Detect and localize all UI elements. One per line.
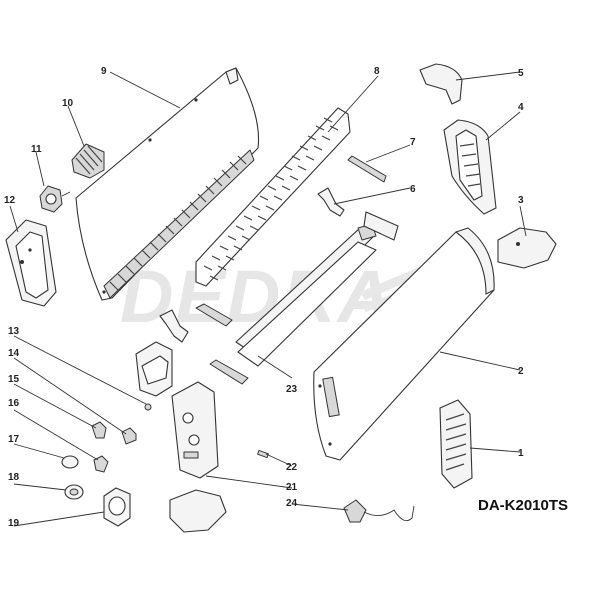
callout-1: 1: [518, 448, 524, 459]
part-5-top-cap: [419, 63, 463, 105]
callout-7: 7: [410, 137, 416, 148]
callout-13: 13: [8, 326, 20, 337]
part-1-grille-insert: [439, 399, 473, 489]
part-14-switch: [121, 427, 137, 445]
part-4-side-end-cover: [443, 119, 497, 215]
callout-10: 10: [62, 98, 74, 109]
callout-8: 8: [374, 66, 380, 77]
callout-23: 23: [286, 384, 298, 395]
part-12-side-housing-left: [5, 219, 57, 307]
part-2-rear-panel: [313, 227, 495, 461]
callout-3: 3: [518, 195, 524, 206]
mounting-bracket-upper: [195, 303, 233, 327]
part-8-slotted-heat-shield: [195, 107, 351, 287]
mounting-bracket-lower: [209, 359, 249, 385]
callout-17: 17: [8, 434, 20, 445]
callout-2: 2: [518, 366, 524, 377]
callout-11: 11: [31, 144, 42, 155]
callout-14: 14: [8, 348, 20, 359]
callout-5: 5: [518, 68, 524, 79]
part-3-foot-right: [497, 227, 557, 269]
foot-left: [169, 489, 227, 533]
callout-6: 6: [410, 184, 416, 195]
callout-19: 19: [8, 518, 20, 529]
callout-21: 21: [286, 482, 298, 493]
part-18-knob: [64, 484, 84, 500]
callout-12: 12: [4, 195, 16, 206]
part-10-heating-element: [71, 143, 105, 179]
part-13-small-bead: [144, 403, 152, 411]
part-23-element-channel: [235, 211, 399, 367]
part-15-switch: [91, 421, 107, 439]
callout-9: 9: [101, 66, 107, 77]
callout-15: 15: [8, 374, 20, 385]
part-17-knob: [61, 455, 79, 469]
part-21-control-panel: [171, 381, 219, 479]
part-22-pin: [257, 449, 269, 459]
part-19-fan-motor: [103, 487, 131, 527]
part-11-thermostat: [39, 185, 71, 213]
callout-labels: 1 2 3 4 5 6 7 8 9 10 11 12 13 14 15 16 1…: [4, 66, 524, 529]
part-9-front-grille-panel: [75, 67, 260, 301]
callout-22: 22: [286, 462, 298, 473]
part-6-clip: [317, 187, 345, 217]
callout-24: 24: [286, 498, 298, 509]
control-housing-cover: [135, 341, 173, 397]
mounting-clip: [159, 309, 189, 343]
model-code-label: DA-K2010TS: [478, 497, 569, 514]
part-7-bracket: [347, 155, 387, 183]
callout-16: 16: [8, 398, 20, 409]
callout-18: 18: [8, 472, 20, 483]
callout-4: 4: [518, 102, 524, 113]
leader-lines: [9, 71, 527, 527]
part-24-power-cord: [343, 499, 415, 523]
